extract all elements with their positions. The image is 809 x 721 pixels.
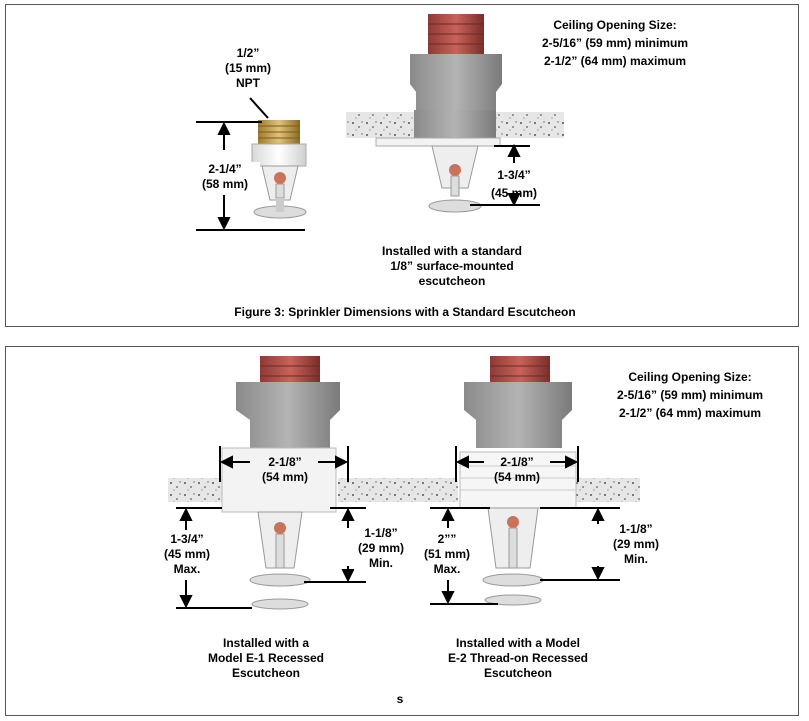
ceiling-title: Ceiling Opening Size: [553,18,677,32]
fig4-e1-max-drop: 1-3/4” (45 mm) Max. [160,532,214,577]
fig4-e2-caption: Installed with a Model E-2 Thread-on Rec… [430,636,606,681]
installed-line-2: 1/8” surface-mounted [390,259,514,273]
fig3-right-dimension [470,143,540,207]
width-mm: (54 mm) [261,470,308,484]
fig3-drop: 1-3/4” (45 mm) [484,168,544,201]
e1-caption-line-3: Escutcheon [231,666,300,680]
installed-line-3: escutcheon [418,274,486,288]
ceiling-min: 2-5/16” (59 mm) minimum [541,36,689,50]
max-label: Max. [433,562,461,576]
max-mm: (45 mm) [163,547,210,561]
fig4-e1-dimensions [176,446,366,609]
ceiling-min: 2-5/16” (59 mm) minimum [616,388,764,402]
fig4-e2-width: 2-1/8” (54 mm) [484,455,550,485]
ceiling-max: 2-1/2” (64 mm) maximum [543,54,687,68]
ceiling-max: 2-1/2” (64 mm) maximum [618,406,762,420]
width-mm: (54 mm) [493,470,540,484]
fig3-installed-note: Installed with a standard 1/8” surface-m… [362,244,542,289]
e2-caption-line-3: Escutcheon [483,666,552,680]
fig4-e1-width: 2-1/8” (54 mm) [252,455,318,485]
fig3-left-dimension [196,97,305,231]
fig4-ceiling [168,478,640,502]
max-mm: (51 mm) [423,547,470,561]
e1-caption-line-1: Installed with a [222,636,309,650]
fig3-left-sprinkler [251,120,307,219]
min-label: Min. [369,556,393,570]
ceiling-title: Ceiling Opening Size: [628,370,752,384]
figure-4-footer: s [396,692,404,706]
figure-4-panel [5,346,799,716]
fig4-ceiling-opening: Ceiling Opening Size: 2-5/16” (59 mm) mi… [590,370,790,421]
min-inch: 1-1/8” [364,526,398,540]
left-height-inch: 2-1/4” [208,162,242,176]
thread-mm: (15 mm) [224,61,271,75]
max-label: Max. [173,562,201,576]
max-inch: 1-3/4” [170,532,204,546]
installed-line-1: Installed with a standard [381,244,523,258]
fig3-thread-size: 1/2” (15 mm) NPT [218,46,278,91]
max-inch: 2”” [437,532,457,546]
fig4-e1-min-drop: 1-1/8” (29 mm) Min. [354,526,408,571]
e1-caption-line-2: Model E-1 Recessed [207,651,325,665]
e2-caption-line-1: Installed with a Model [455,636,580,650]
figure-3-panel [5,4,799,327]
e2-caption-line-2: E-2 Thread-on Recessed [447,651,589,665]
fig3-right-sprinkler [346,14,564,213]
fig4-e1-sprinkler [221,356,340,610]
width-inch: 2-1/8” [500,455,534,469]
thread-type: NPT [236,76,260,90]
fig3-left-height: 2-1/4” (58 mm) [190,162,260,192]
min-label: Min. [624,552,648,566]
figure-3-caption: Figure 3: Sprinkler Dimensions with a St… [234,305,576,319]
fig3-ceiling-opening: Ceiling Opening Size: 2-5/16” (59 mm) mi… [515,18,715,69]
thread-inch: 1/2” [236,46,260,60]
fig4-e2-max-drop: 2”” (51 mm) Max. [420,532,474,577]
width-inch: 2-1/8” [268,455,302,469]
min-inch: 1-1/8” [619,522,653,536]
fig4-e1-caption: Installed with a Model E-1 Recessed Escu… [186,636,346,681]
min-mm: (29 mm) [357,541,404,555]
fig4-e2-dimensions [430,446,620,605]
fig4-e2-min-drop: 1-1/8” (29 mm) Min. [606,522,666,567]
drop-inch: 1-3/4” [497,168,531,182]
drop-mm: (45 mm) [490,186,537,200]
min-mm: (29 mm) [612,537,659,551]
left-height-mm: (58 mm) [201,177,248,191]
